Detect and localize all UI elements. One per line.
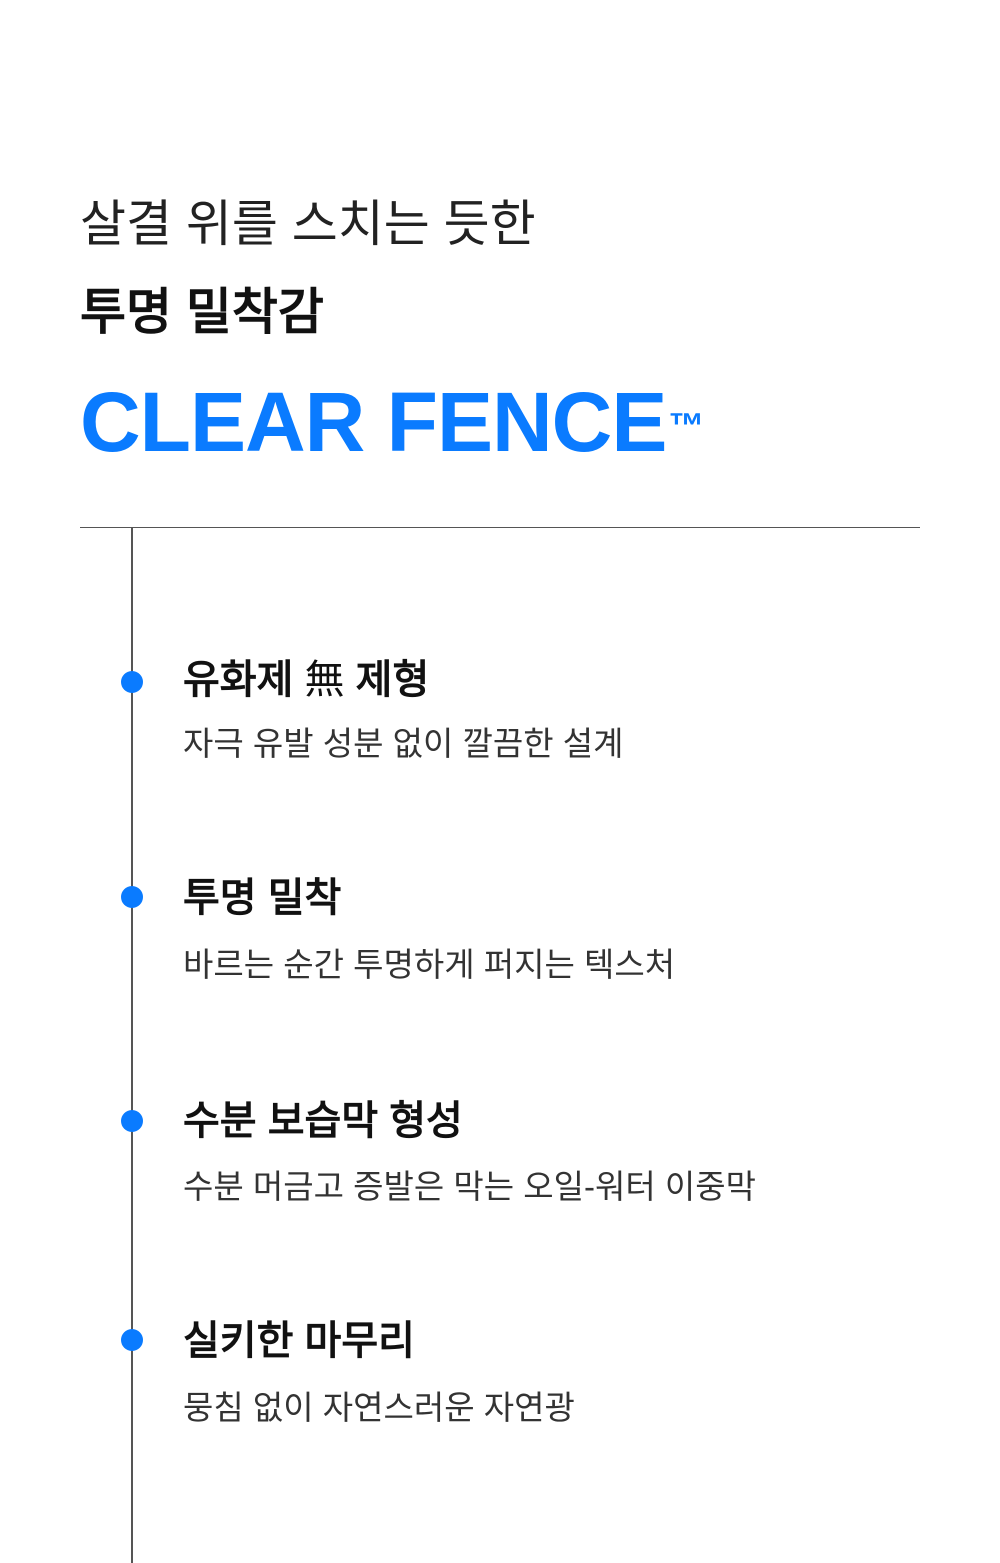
feature-title: 실키한 마무리 [183,1319,415,1363]
trademark-symbol: ™ [668,405,704,446]
feature-desc: 자극 유발 성분 없이 깔끔한 설계 [183,725,624,762]
feature-title: 수분 보습막 형성 [183,1099,463,1143]
timeline-dot [121,886,143,908]
headline: 투명 밀착감 [80,284,324,340]
timeline-dot [121,1329,143,1351]
divider [80,527,920,528]
timeline-dot [121,1110,143,1132]
timeline-line [131,527,133,1563]
feature-title-hanja: 無 [304,658,345,702]
intro-text: 살결 위를 스치는 듯한 [80,196,536,252]
feature-title: 투명 밀착 [183,876,342,920]
brand-name: CLEAR FENCE [80,375,667,469]
brand-title: CLEAR FENCE™ [80,374,704,470]
feature-title-part: 제형 [355,658,430,702]
feature-desc: 바르는 순간 투명하게 퍼지는 텍스처 [183,946,676,983]
feature-title: 유화제 無 제형 [183,655,429,705]
feature-desc: 뭉침 없이 자연스러운 자연광 [183,1389,575,1426]
feature-title-part: 유화제 [183,658,294,702]
feature-desc: 수분 머금고 증발은 막는 오일-워터 이중막 [183,1168,756,1205]
timeline-dot [121,671,143,693]
